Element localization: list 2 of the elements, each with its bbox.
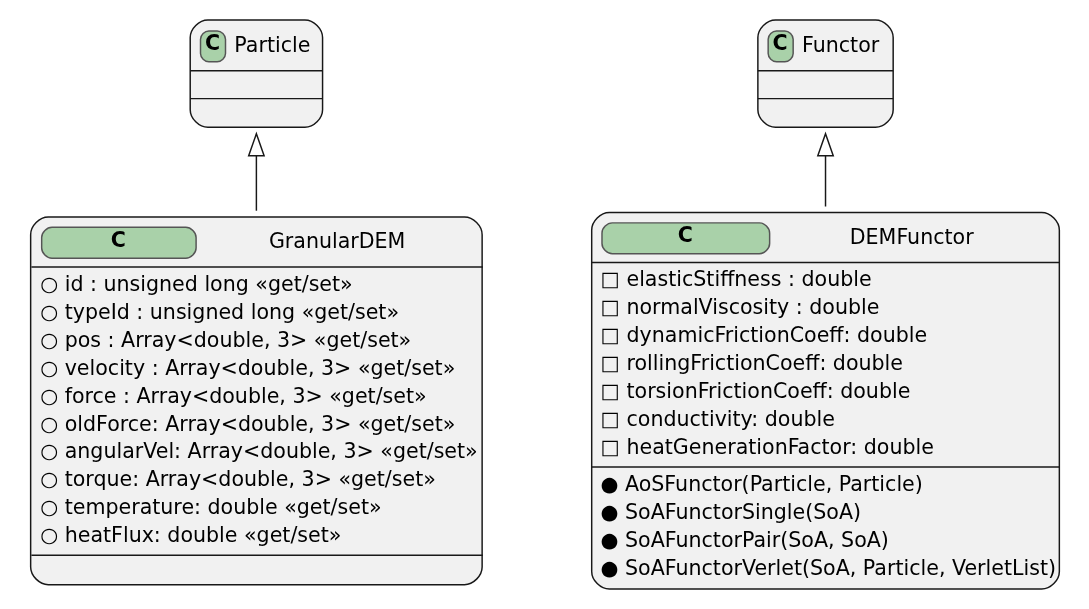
arrow (247, 131, 265, 212)
arrow (816, 131, 834, 208)
